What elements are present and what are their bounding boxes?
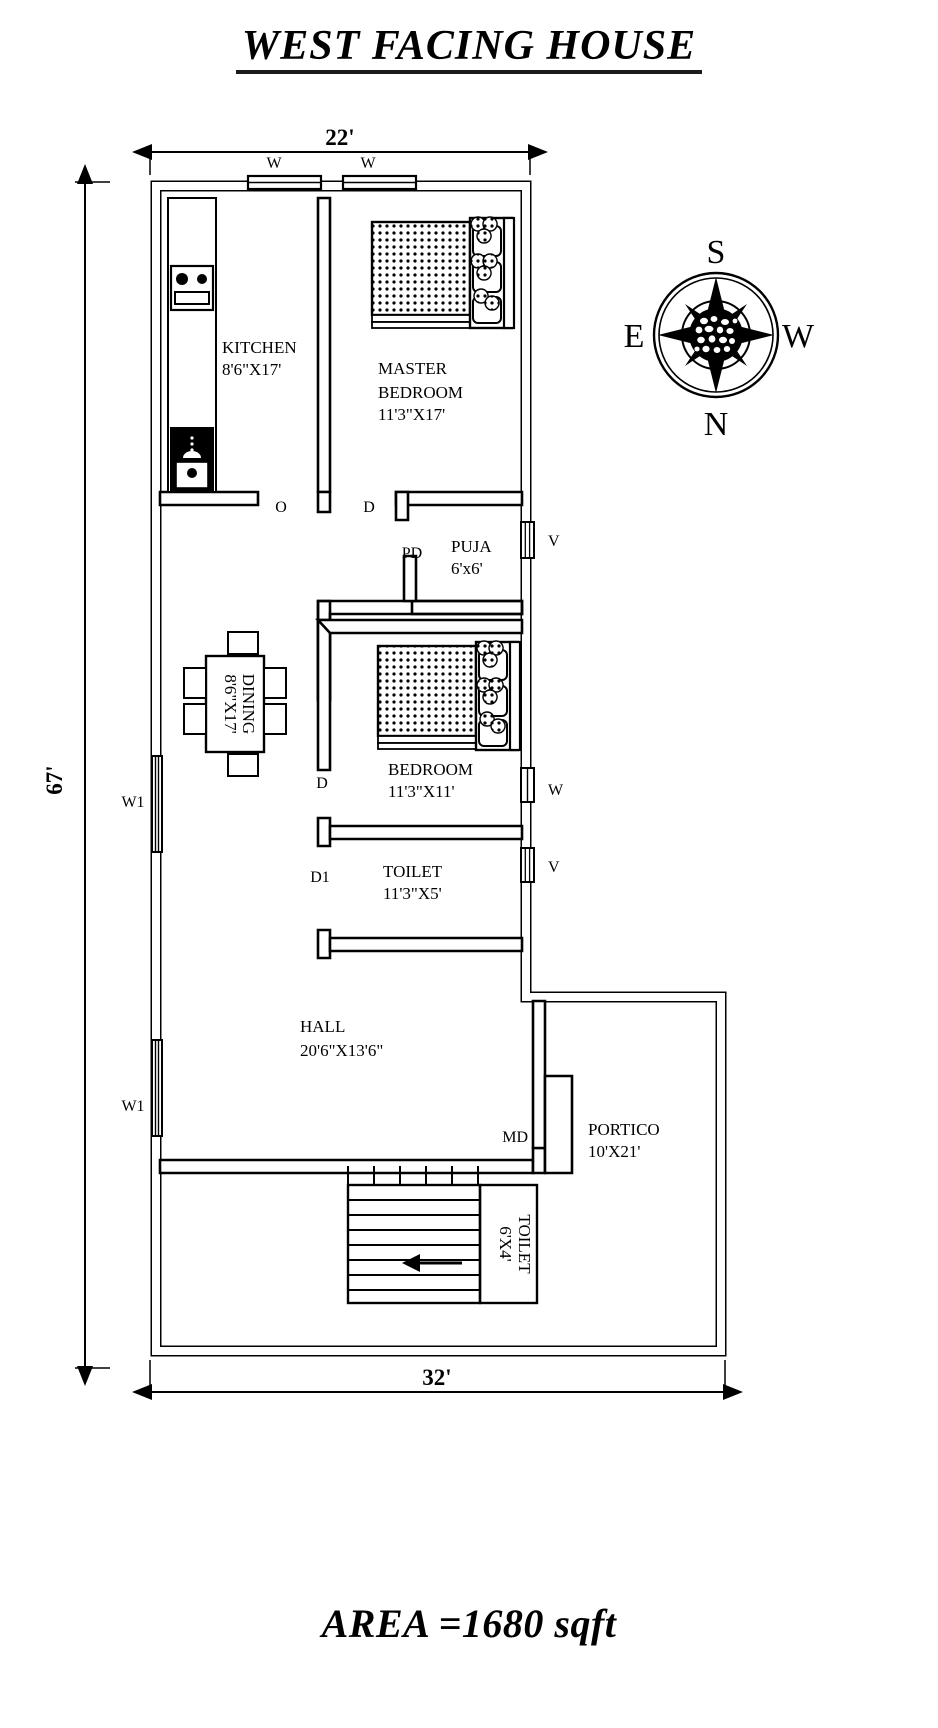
master-bedroom-name-1: MASTER: [378, 359, 448, 378]
compass-label-top: S: [707, 234, 726, 271]
toilet2-name: TOILET: [515, 1214, 534, 1274]
room-toilet-main: TOILET 11'3"X5' D1 V: [310, 847, 560, 960]
portico-dim: 10'X21': [588, 1142, 640, 1161]
toilet-door-label: D1: [310, 869, 330, 886]
window-top-right-label: W: [360, 155, 376, 172]
kitchen-opening-label: O: [275, 499, 287, 516]
window-top-left-label: W: [266, 155, 282, 172]
compass-rose: S N E W: [624, 234, 815, 443]
master-bedroom-dim: 11'3"X17': [378, 405, 445, 424]
toilet-dim: 11'3"X5': [383, 884, 442, 903]
stair-direction-arrow: [402, 1254, 462, 1272]
dimension-top: 22': [132, 125, 548, 175]
hall-dim: 20'6"X13'6": [300, 1041, 383, 1060]
bedroom-door-label: D: [316, 775, 328, 792]
puja-door-label: PD: [402, 545, 422, 562]
ventilator-toilet: V: [520, 847, 560, 883]
bed-second: [376, 640, 522, 752]
master-door-label: D: [363, 499, 375, 516]
puja-vent-label: V: [548, 533, 560, 550]
puja-name: PUJA: [451, 537, 492, 556]
room-hall: HALL 20'6"X13'6" W1 W1: [121, 755, 547, 1175]
page-title: WEST FACING HOUSE: [0, 24, 938, 75]
window-hall-upper: W1: [121, 755, 163, 853]
bedroom-dim: 11'3"X11': [388, 782, 455, 801]
compass-label-bottom: N: [704, 406, 729, 443]
ventilator-puja: V: [520, 521, 560, 559]
compass-label-right: W: [782, 318, 815, 355]
hall-window-upper-label: W1: [121, 794, 144, 811]
bed-master: [370, 216, 516, 330]
room-toilet-second: TOILET 6'X4': [478, 1183, 539, 1305]
window-top-left: W: [246, 155, 323, 191]
page-title-text: WEST FACING HOUSE: [235, 24, 703, 75]
kitchen-dim: 8'6"X17': [222, 360, 281, 379]
dimension-bottom: 32': [132, 1360, 743, 1400]
stove-icon: [169, 264, 215, 312]
dining-name: DINING: [239, 674, 258, 734]
dimension-top-label: 22': [325, 125, 354, 150]
room-master-bedroom: MASTER BEDROOM 11'3"X17' D: [363, 216, 524, 522]
dining-dim: 8'6"X17': [221, 674, 240, 733]
hall-name: HALL: [300, 1017, 345, 1036]
hall-window-lower-label: W1: [121, 1098, 144, 1115]
window-hall-lower: W1: [121, 1039, 163, 1137]
dimension-bottom-label: 32': [422, 1365, 451, 1390]
dimension-left: 67': [42, 164, 110, 1386]
dimension-left-label: 67': [42, 765, 67, 794]
portico-name: PORTICO: [588, 1120, 660, 1139]
toilet-vent-label: V: [548, 859, 560, 876]
main-door-label: MD: [502, 1129, 528, 1146]
bedroom-window-label: W: [548, 782, 564, 799]
toilet-name: TOILET: [383, 862, 443, 881]
toilet2-dim: 6'X4': [496, 1226, 515, 1261]
puja-dim: 6'x6': [451, 559, 483, 578]
compass-label-left: E: [624, 318, 645, 355]
area-footer: AREA =1680 sqft: [0, 1600, 938, 1647]
room-portico: PORTICO 10'X21' MD: [502, 999, 660, 1175]
sink-icon: [170, 427, 214, 491]
room-bedroom: BEDROOM 11'3"X11' D W: [315, 618, 564, 848]
room-kitchen: KITCHEN 8'6"X17' O: [158, 196, 332, 516]
furniture-dining: DINING 8'6"X17': [183, 631, 287, 777]
staircase: [346, 1166, 482, 1305]
master-bedroom-name-2: BEDROOM: [378, 383, 463, 402]
area-footer-text: AREA =1680 sqft: [321, 1601, 617, 1646]
bedroom-name: BEDROOM: [388, 760, 473, 779]
window-bedroom: W: [520, 767, 564, 803]
window-top-right: W: [341, 155, 418, 191]
kitchen-name: KITCHEN: [222, 338, 297, 357]
